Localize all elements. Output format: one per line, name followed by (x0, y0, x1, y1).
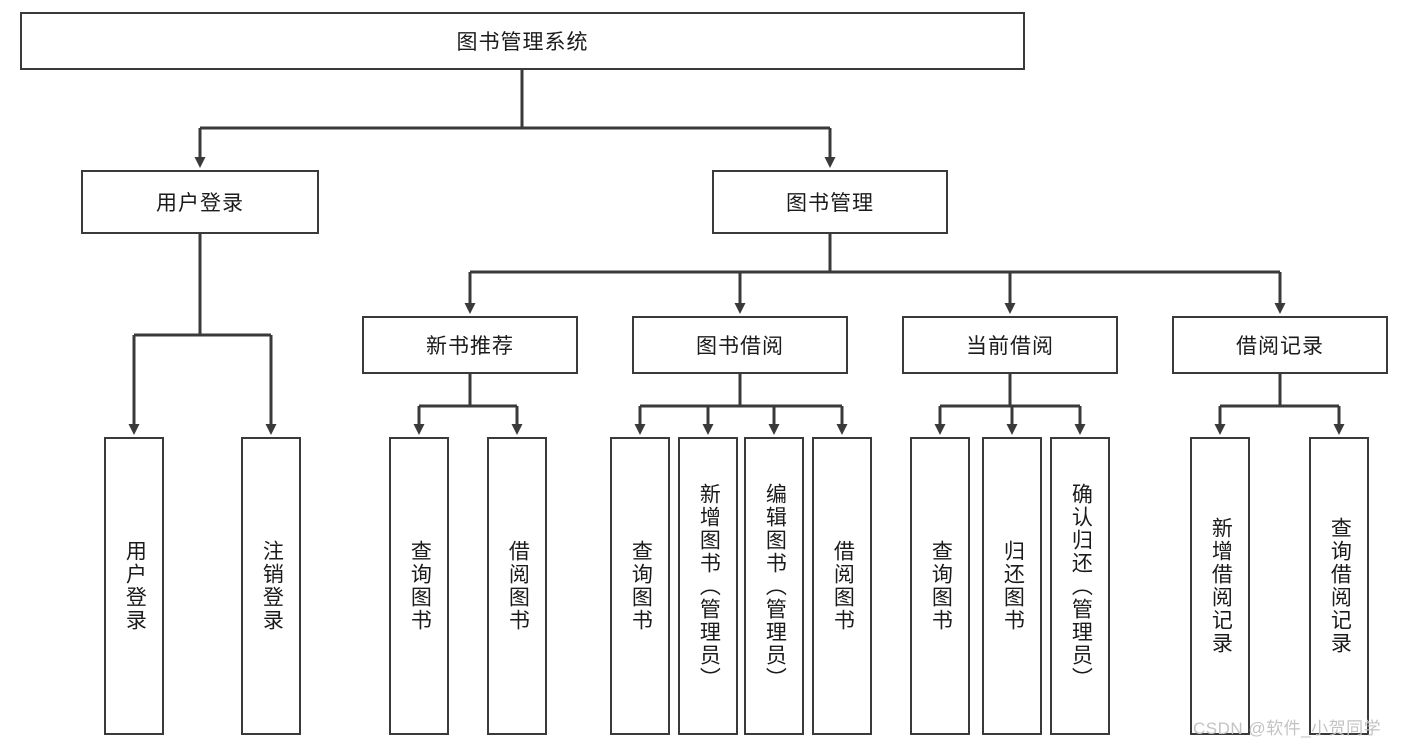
node-user-login-label: 用户登录 (156, 192, 244, 215)
node-leaf-borrow-book-2-label: 借阅图书 (831, 540, 855, 632)
node-root[interactable]: 图书管理系统 (20, 12, 1025, 70)
node-leaf-borrow-book-1[interactable]: 借阅图书 (487, 437, 547, 735)
node-leaf-add-record-label: 新增借阅记录 (1209, 517, 1233, 655)
node-borrow-record[interactable]: 借阅记录 (1172, 316, 1388, 374)
node-current-borrow-label: 当前借阅 (966, 335, 1054, 358)
node-leaf-add-book[interactable]: 新增图书（管理员） (678, 437, 738, 735)
csdn-watermark: CSDN @软件_小贺同学 (1193, 719, 1382, 738)
node-user-login[interactable]: 用户登录 (81, 170, 319, 234)
node-leaf-return-book[interactable]: 归还图书 (982, 437, 1042, 735)
node-leaf-query-book-2-label: 查询图书 (629, 540, 653, 632)
node-leaf-query-record-label: 查询借阅记录 (1328, 517, 1352, 655)
node-leaf-user-logout-label: 注销登录 (260, 540, 284, 632)
node-new-book-rec[interactable]: 新书推荐 (362, 316, 578, 374)
node-leaf-confirm-return[interactable]: 确认归还（管理员） (1050, 437, 1110, 735)
node-book-borrow[interactable]: 图书借阅 (632, 316, 848, 374)
node-leaf-edit-book-label: 编辑图书（管理员） (763, 482, 787, 690)
node-book-manage-label: 图书管理 (786, 192, 874, 215)
node-book-manage[interactable]: 图书管理 (712, 170, 948, 234)
node-leaf-query-book-3[interactable]: 查询图书 (910, 437, 970, 735)
node-leaf-borrow-book-2[interactable]: 借阅图书 (812, 437, 872, 735)
node-leaf-user-login[interactable]: 用户登录 (104, 437, 164, 735)
node-leaf-add-record[interactable]: 新增借阅记录 (1190, 437, 1250, 735)
node-leaf-confirm-return-label: 确认归还（管理员） (1069, 482, 1093, 690)
node-new-book-rec-label: 新书推荐 (426, 335, 514, 358)
node-leaf-query-book-2[interactable]: 查询图书 (610, 437, 670, 735)
node-current-borrow[interactable]: 当前借阅 (902, 316, 1118, 374)
node-leaf-add-book-label: 新增图书（管理员） (697, 482, 721, 690)
node-leaf-user-logout[interactable]: 注销登录 (241, 437, 301, 735)
node-borrow-record-label: 借阅记录 (1236, 335, 1324, 358)
node-leaf-edit-book[interactable]: 编辑图书（管理员） (744, 437, 804, 735)
node-leaf-query-book-3-label: 查询图书 (929, 540, 953, 632)
node-leaf-return-book-label: 归还图书 (1001, 540, 1025, 632)
node-leaf-query-record[interactable]: 查询借阅记录 (1309, 437, 1369, 735)
node-leaf-query-book-1-label: 查询图书 (408, 540, 432, 632)
node-leaf-borrow-book-1-label: 借阅图书 (506, 540, 530, 632)
node-leaf-query-book-1[interactable]: 查询图书 (389, 437, 449, 735)
node-leaf-user-login-label: 用户登录 (123, 540, 147, 632)
node-root-label: 图书管理系统 (456, 31, 589, 54)
node-book-borrow-label: 图书借阅 (696, 335, 784, 358)
